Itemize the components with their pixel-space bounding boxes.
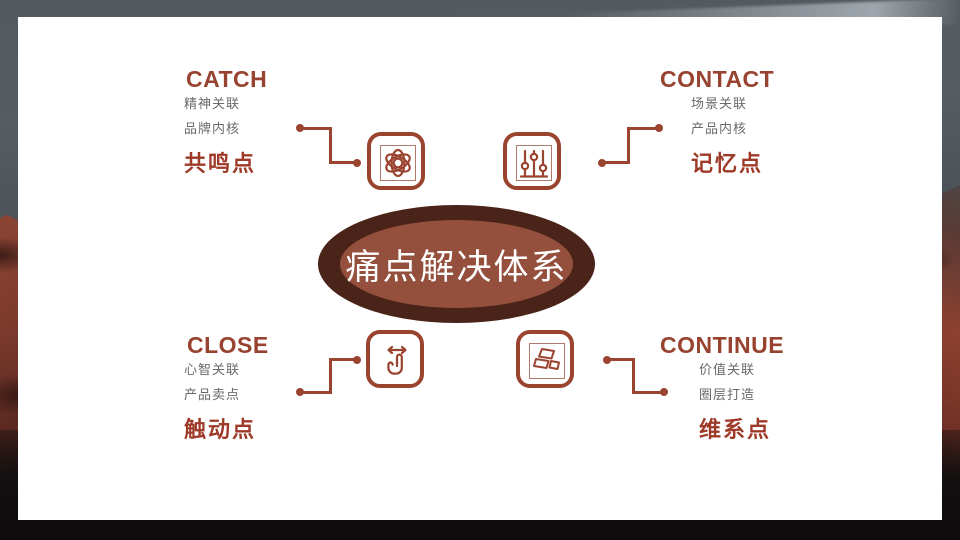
icon-inner-frame <box>516 145 552 181</box>
quadrant-close-key: 触动点 <box>184 416 257 442</box>
quadrant-close-subline-2: 产品卖点 <box>184 387 241 403</box>
quadrant-continue-subline-2: 圈层打造 <box>699 387 756 403</box>
connector-catch-segment-h1 <box>300 126 332 130</box>
icon-tile-catch[interactable] <box>367 132 425 190</box>
quadrant-close-title: CLOSE <box>187 332 269 358</box>
quadrant-catch-subline-1: 精神关联 <box>184 96 241 111</box>
connector-close-segment-v <box>329 358 332 393</box>
connector-continue-segment-v <box>632 358 635 393</box>
quadrant-continue-title: CONTINUE <box>660 332 785 358</box>
quadrant-continue-key: 维系点 <box>699 416 772 442</box>
quadrant-contact-subline-2: 产品内核 <box>691 121 748 137</box>
quadrant-continue: CONTINUE 价值关联 圈层打造 维系点 <box>660 334 890 441</box>
quadrant-catch: CATCH 精神关联 品牌内核 共鸣点 <box>170 68 400 175</box>
connector-close-segment-h2 <box>329 358 358 361</box>
connector-continue-dot-outer <box>660 388 668 396</box>
quadrant-close: CLOSE 心智关联 产品卖点 触动点 <box>170 334 400 441</box>
quadrant-continue-subline-1: 价值关联 <box>699 362 756 377</box>
icon-inner-frame <box>529 343 565 379</box>
connector-continue-segment-h2 <box>606 358 635 361</box>
quadrant-contact-subline-1: 场景关联 <box>691 96 748 111</box>
center-ellipse: 痛点解决体系 <box>318 205 595 323</box>
connector-close-dot-inner <box>353 355 361 364</box>
icon-inner-frame <box>380 145 416 181</box>
quadrant-catch-title: CATCH <box>186 66 268 92</box>
connector-continue-segment-h1 <box>632 390 664 394</box>
connector-catch-segment-v <box>329 126 332 164</box>
connector-contact-segment-v <box>627 126 630 164</box>
icon-tile-close[interactable] <box>366 330 424 388</box>
quadrant-close-subline-1: 心智关联 <box>184 362 241 377</box>
connector-close-segment-h1 <box>300 390 332 394</box>
icon-tile-continue[interactable] <box>516 330 574 388</box>
center-title: 痛点解决体系 <box>345 247 568 287</box>
quadrant-contact-title: CONTACT <box>660 66 775 92</box>
connector-contact-dot-outer <box>655 124 663 132</box>
atom-icon <box>385 148 411 178</box>
swipe-hand-icon <box>387 345 407 375</box>
quadrant-catch-key: 共鸣点 <box>184 150 257 176</box>
connector-contact-segment-h2 <box>601 161 630 164</box>
connector-catch-dot-inner <box>353 158 361 167</box>
connector-contact-dot-inner <box>598 158 606 167</box>
connector-contact-segment-h1 <box>627 126 659 130</box>
sliders-icon <box>519 149 549 178</box>
icon-tile-contact[interactable] <box>503 132 561 190</box>
connector-catch-segment-h2 <box>329 161 358 164</box>
center-ellipse-core <box>340 220 573 308</box>
quadrant-contact-key: 记忆点 <box>691 150 764 176</box>
quadrant-contact: CONTACT 场景关联 产品内核 记忆点 <box>660 68 890 175</box>
gold-bars-icon <box>533 348 560 370</box>
connector-continue-dot-inner <box>603 355 611 364</box>
quadrant-catch-subline-2: 品牌内核 <box>184 121 241 137</box>
